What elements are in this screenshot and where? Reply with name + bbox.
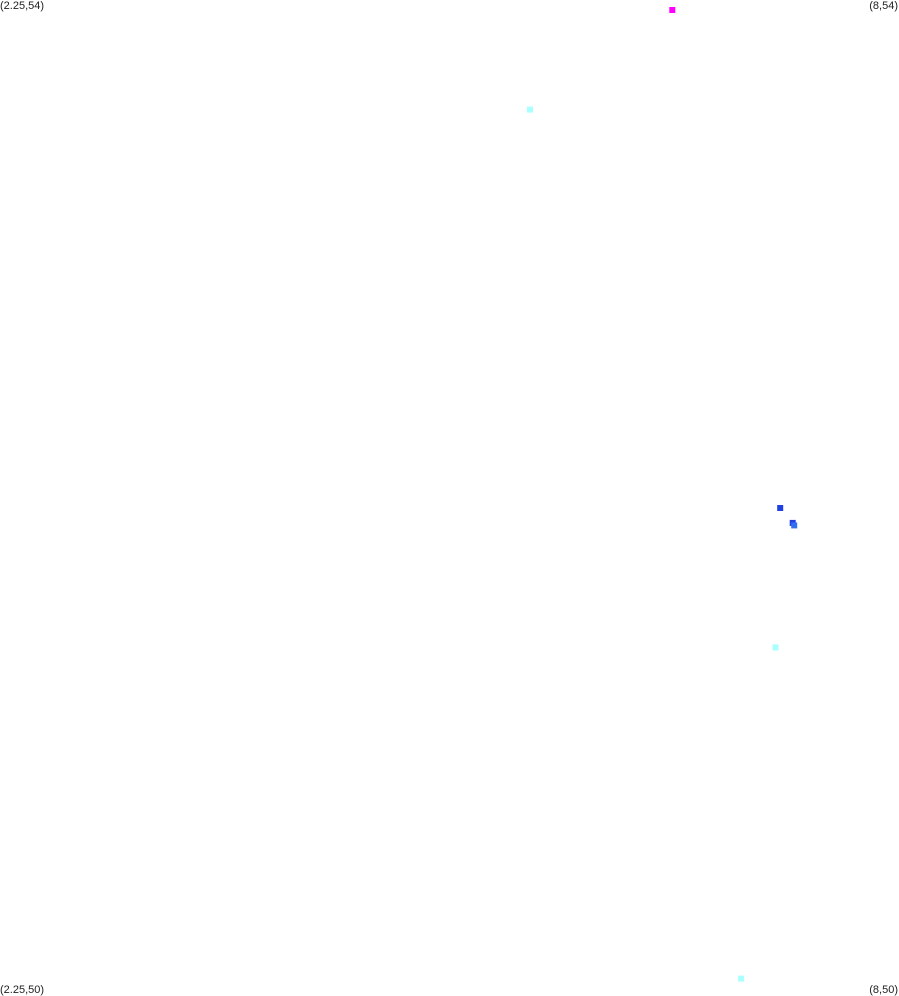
points-layer bbox=[527, 7, 798, 982]
data-point-1 bbox=[669, 7, 676, 13]
corner-label-bottom-left: (2.25,50) bbox=[0, 984, 45, 996]
corner-label-top-right: (8,54) bbox=[869, 0, 898, 12]
data-point-3 bbox=[777, 505, 784, 511]
corner-label-bottom-right: (8,50) bbox=[869, 984, 898, 996]
data-point-7 bbox=[738, 975, 745, 982]
data-point-5 bbox=[791, 522, 798, 529]
corner-label-top-left: (2.25,54) bbox=[0, 0, 45, 12]
data-point-2 bbox=[527, 106, 533, 113]
data-point-6 bbox=[772, 644, 779, 651]
